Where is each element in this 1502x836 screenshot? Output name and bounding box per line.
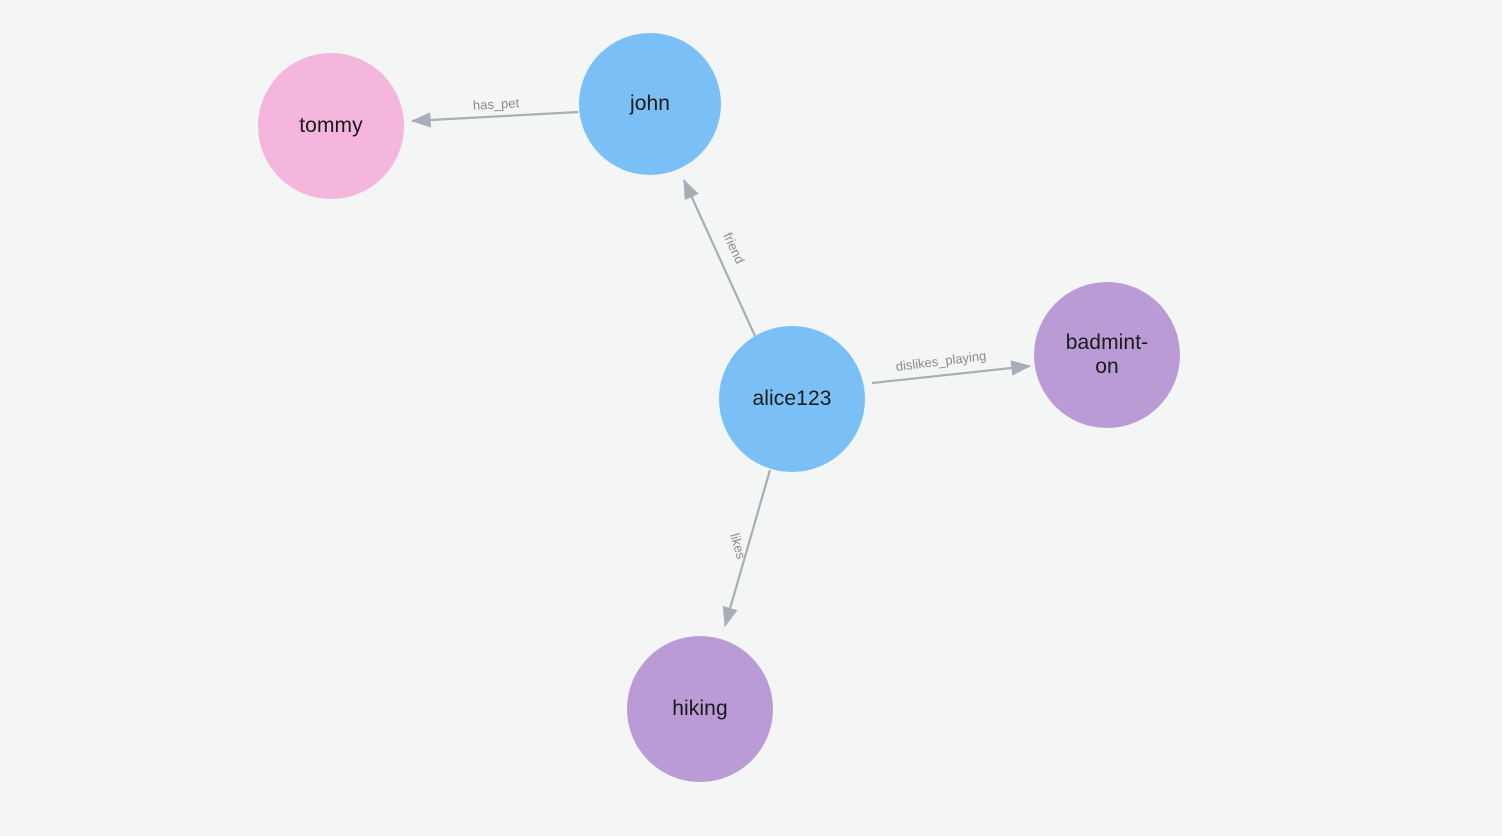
node-label-hiking: hiking [672,696,728,720]
graph-edge-alice123-friend-john[interactable] [682,178,757,337]
edge-lines [410,110,1032,628]
node-label-tommy: tommy [299,113,363,137]
graph-node-alice123[interactable]: alice123 [719,326,865,472]
graph-node-john[interactable]: john [579,33,721,175]
graph-node-hiking[interactable]: hiking [627,636,773,782]
node-label-badminton: badmint- on [1065,330,1149,378]
graph-node-tommy[interactable]: tommy [258,53,404,199]
graph-node-badminton[interactable]: badmint- on [1034,282,1180,428]
graph-edge-john-has_pet-tommy[interactable] [410,110,579,128]
edge-label-john-has_pet-tommy: has_pet [472,95,520,113]
node-label-john: john [629,91,671,115]
graph-edge-alice123-dislikes_playing-badminton[interactable] [871,360,1032,385]
node-label-alice123: alice123 [752,386,832,410]
graph-edge-alice123-likes-hiking[interactable] [722,469,772,628]
